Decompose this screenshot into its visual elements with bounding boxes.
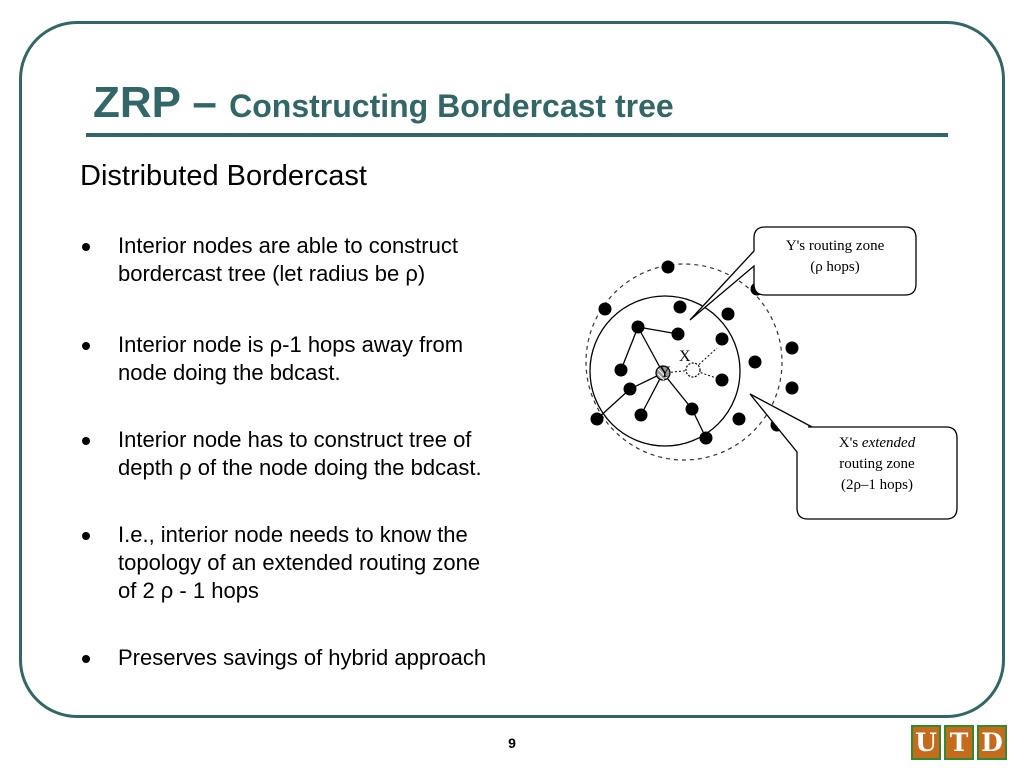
logo-letter: T: [944, 725, 974, 760]
callout-y-line1: Y's routing zone: [786, 238, 885, 254]
network-node: [699, 431, 713, 445]
network-node: [685, 402, 699, 416]
node-y: [655, 365, 671, 381]
routing-zone-circle: [589, 295, 741, 447]
title-main: ZRP –: [93, 78, 230, 127]
bullet-text: Interior nodes are able to construct bord…: [118, 232, 568, 288]
slide-frame: [19, 21, 1005, 718]
callout-y-line2: (ρ hops): [810, 259, 860, 275]
bullet-line: Interior node is ρ-1 hops away from: [118, 332, 464, 357]
bullet-dot: [82, 437, 90, 445]
logo-letter: U: [911, 725, 941, 760]
slide-title: ZRP – Constructing Bordercast tree: [93, 78, 674, 128]
network-node: [634, 408, 648, 422]
callout-x-line2: routing zone: [839, 456, 915, 472]
network-node: [623, 382, 637, 396]
callout-x-line1: X's extended: [839, 435, 916, 451]
callout-y-bubble: [689, 226, 917, 321]
network-node: [785, 381, 799, 395]
network-node: [785, 341, 799, 355]
node-y-hatch: [657, 373, 665, 381]
network-node: [614, 363, 628, 377]
network-node: [715, 373, 729, 387]
bullet-text: Preserves savings of hybrid approach: [118, 644, 568, 672]
network-node: [598, 302, 612, 316]
bullet-text: Interior node is ρ-1 hops away from node …: [118, 331, 568, 387]
network-node: [631, 320, 645, 334]
bullet-line: depth ρ of the node doing the bdcast.: [118, 455, 482, 480]
callout-y: Y's routing zone (ρ hops): [689, 226, 917, 321]
bullet-line: Interior nodes are able to construct: [118, 233, 458, 258]
network-node: [732, 412, 746, 426]
bullet-line: of 2 ρ - 1 hops: [118, 578, 259, 603]
tree-edges: [596, 326, 707, 439]
logo-letter: D: [977, 725, 1007, 760]
title-sub: Constructing Bordercast tree: [229, 88, 674, 124]
network-node: [673, 300, 687, 314]
node-x-label: X: [679, 348, 691, 365]
network-node: [715, 332, 729, 346]
callout-x-bubble: [749, 393, 958, 520]
network-node: [721, 307, 735, 321]
network-node: [661, 260, 675, 274]
bullet-line: I.e., interior node needs to know the: [118, 522, 468, 547]
bullet-text: I.e., interior node needs to know the top…: [118, 521, 568, 605]
bullet-text: Interior node has to construct tree of de…: [118, 426, 568, 482]
utd-logo: U T D: [911, 725, 1010, 760]
routing-zone-diagram: X Y Y's routing zone (ρ hops) X's extend…: [585, 226, 958, 520]
callout-x: X's extended routing zone (2ρ–1 hops): [749, 393, 958, 520]
node-x: [685, 362, 701, 378]
bullet-dot: [82, 655, 90, 663]
callout-x-line3: (2ρ–1 hops): [841, 477, 913, 493]
bullet-line: node doing the bdcast.: [118, 360, 341, 385]
bullet-dot: [82, 243, 90, 251]
network-nodes: [590, 260, 799, 445]
title-underline: [86, 133, 948, 137]
page-number: 9: [508, 735, 516, 751]
node-y-label: Y: [659, 364, 671, 381]
slide-subtitle: Distributed Bordercast: [80, 160, 367, 192]
bullet-dot: [82, 532, 90, 540]
extended-zone-circle: [585, 263, 783, 461]
network-node: [748, 355, 762, 369]
bullet-line: Preserves savings of hybrid approach: [118, 645, 487, 670]
network-node: [590, 412, 604, 426]
bullet-line: topology of an extended routing zone: [118, 550, 481, 575]
node-y-hatch: [657, 368, 668, 379]
bullet-line: bordercast tree (let radius be ρ): [118, 261, 426, 286]
bullet-dot: [82, 342, 90, 350]
bullet-line: Interior node has to construct tree of: [118, 427, 472, 452]
network-node: [671, 327, 685, 341]
